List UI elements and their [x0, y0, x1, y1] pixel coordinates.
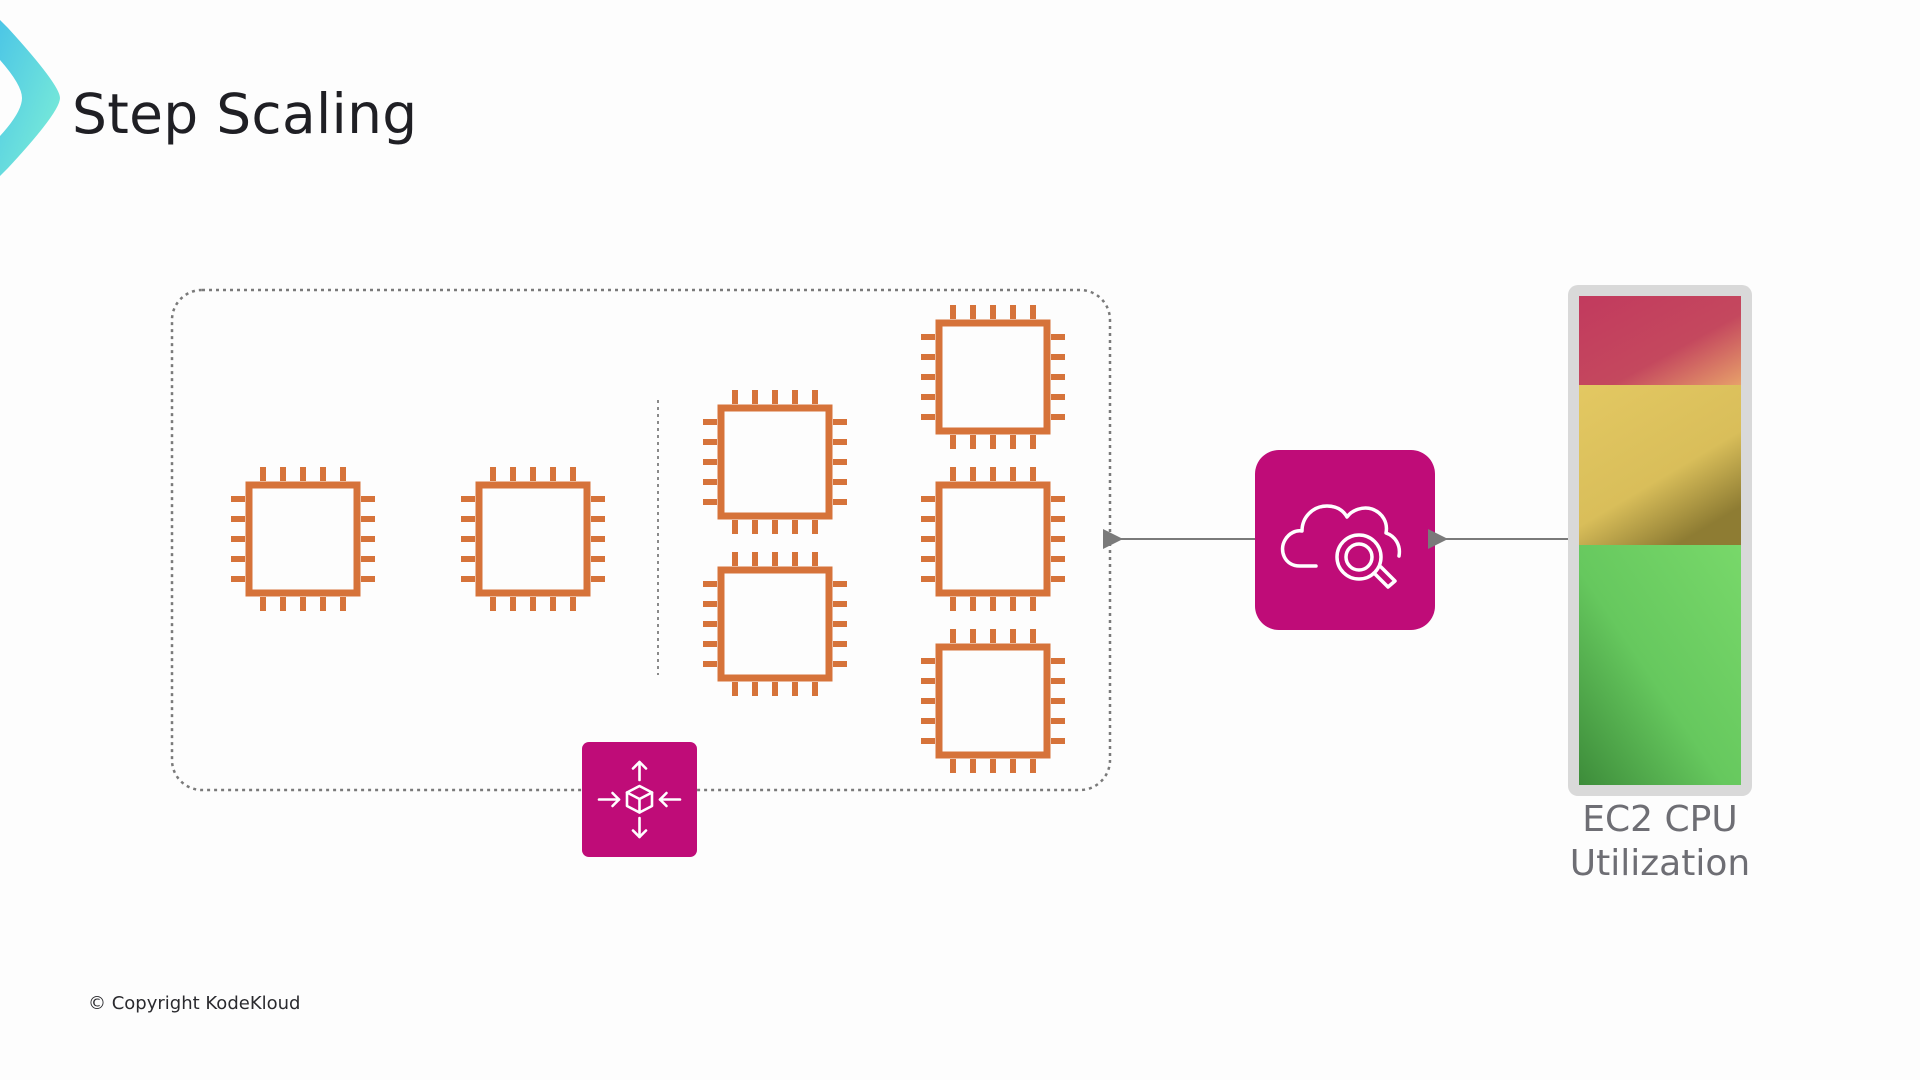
cpu-label-line1: EC2 CPU — [1582, 799, 1738, 840]
auto-scaling-group-boundary — [170, 288, 1112, 792]
ec2-instance-icon — [703, 552, 847, 696]
ec2-instance-icon — [231, 467, 375, 611]
gauge-green-segment — [1579, 545, 1741, 785]
page-title: Step Scaling — [72, 82, 418, 146]
brand-chevron-logo — [0, 20, 60, 176]
ec2-instance-icon — [921, 467, 1065, 611]
ec2-instance-icon — [461, 467, 605, 611]
cpu-label-line2: Utilization — [1569, 843, 1751, 884]
auto-scaling-icon — [582, 742, 697, 857]
gauge-yellow-segment — [1579, 385, 1741, 545]
cpu-utilization-label: EC2 CPU Utilization — [1540, 798, 1780, 886]
ec2-instance-icon — [921, 629, 1065, 773]
gauge-red-segment — [1579, 296, 1741, 385]
ec2-instance-icon — [703, 390, 847, 534]
ec2-instance-icon — [921, 305, 1065, 449]
cpu-utilization-gauge — [1568, 285, 1752, 796]
cloudwatch-icon — [1255, 450, 1435, 630]
copyright-notice: © Copyright KodeKloud — [88, 993, 301, 1014]
